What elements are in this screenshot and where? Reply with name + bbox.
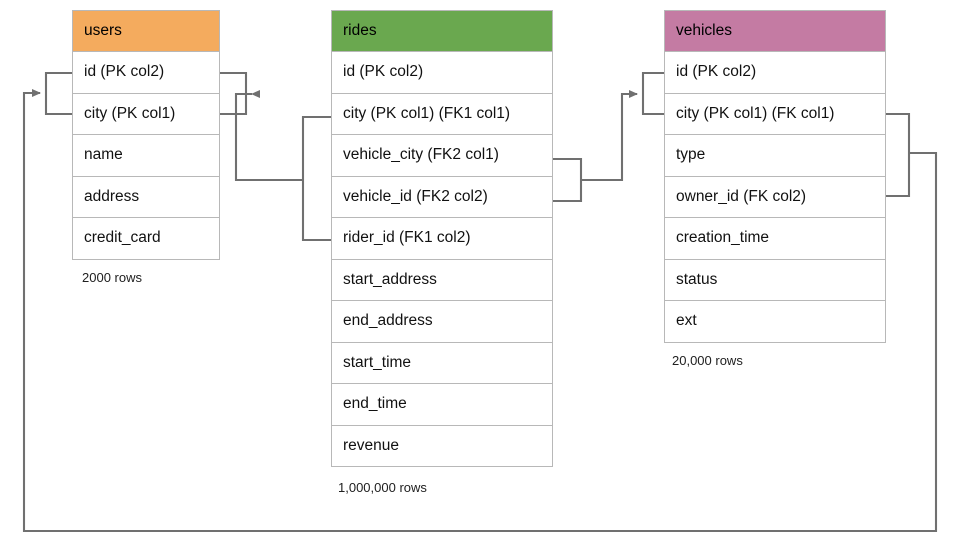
column-label: end_time bbox=[343, 395, 407, 413]
column-label: vehicle_city (FK2 col1) bbox=[343, 146, 499, 164]
column-label: id (PK col2) bbox=[343, 63, 424, 81]
column-label: city (PK col1) (FK1 col1) bbox=[343, 104, 511, 122]
table-vehicles-column-status[interactable]: status bbox=[664, 259, 886, 301]
table-users-header: users bbox=[72, 10, 220, 52]
table-users-column-address[interactable]: address bbox=[72, 176, 220, 218]
table-users-title: users bbox=[84, 22, 122, 39]
table-rides-column-start-address[interactable]: start_address bbox=[331, 259, 553, 301]
column-label: end_address bbox=[343, 312, 433, 330]
vehicles-left-bracket bbox=[641, 71, 664, 116]
table-rides-column-rider-id[interactable]: rider_id (FK1 col2) bbox=[331, 218, 553, 260]
column-label: start_address bbox=[343, 270, 437, 288]
column-label: credit_card bbox=[84, 229, 161, 247]
table-rides[interactable]: rides id (PK col2) city (PK col1) (FK1 c… bbox=[331, 10, 553, 467]
connector-rides-to-users bbox=[234, 90, 303, 182]
column-label: start_time bbox=[343, 353, 412, 371]
table-users-column-id[interactable]: id (PK col2) bbox=[72, 52, 220, 94]
column-label: id (PK col2) bbox=[676, 63, 757, 81]
column-label: vehicle_id (FK2 col2) bbox=[343, 187, 488, 205]
table-rides-title: rides bbox=[343, 22, 377, 39]
table-users-column-name[interactable]: name bbox=[72, 135, 220, 177]
vehicles-right-bracket bbox=[886, 112, 911, 198]
table-rides-column-start-time[interactable]: start_time bbox=[331, 342, 553, 384]
table-vehicles-column-city[interactable]: city (PK col1) (FK col1) bbox=[664, 93, 886, 135]
table-vehicles-header: vehicles bbox=[664, 10, 886, 52]
column-label: status bbox=[676, 270, 718, 288]
table-users-column-city[interactable]: city (PK col1) bbox=[72, 93, 220, 135]
table-rides-row-count: 1,000,000 rows bbox=[338, 480, 427, 495]
column-label: revenue bbox=[343, 436, 400, 454]
table-vehicles-column-type[interactable]: type bbox=[664, 135, 886, 177]
table-vehicles[interactable]: vehicles id (PK col2) city (PK col1) (FK… bbox=[664, 10, 886, 343]
column-label: ext bbox=[676, 312, 697, 330]
rides-left-bracket bbox=[301, 115, 331, 242]
column-label: city (PK col1) (FK col1) bbox=[676, 104, 835, 122]
table-vehicles-row-count: 20,000 rows bbox=[672, 353, 743, 368]
table-users-column-credit-card[interactable]: credit_card bbox=[72, 218, 220, 260]
column-label: city (PK col1) bbox=[84, 104, 176, 122]
table-rides-column-end-address[interactable]: end_address bbox=[331, 301, 553, 343]
rides-right-bracket bbox=[553, 157, 583, 203]
table-rides-column-city[interactable]: city (PK col1) (FK1 col1) bbox=[331, 93, 553, 135]
table-rides-column-vehicle-id[interactable]: vehicle_id (FK2 col2) bbox=[331, 176, 553, 218]
table-rides-column-vehicle-city[interactable]: vehicle_city (FK2 col1) bbox=[331, 135, 553, 177]
table-rides-column-end-time[interactable]: end_time bbox=[331, 384, 553, 426]
users-right-bracket bbox=[220, 71, 248, 116]
table-vehicles-column-id[interactable]: id (PK col2) bbox=[664, 52, 886, 94]
column-label: type bbox=[676, 146, 706, 164]
table-vehicles-title: vehicles bbox=[676, 22, 732, 39]
column-label: address bbox=[84, 187, 140, 205]
table-vehicles-column-creation-time[interactable]: creation_time bbox=[664, 218, 886, 260]
users-left-bracket bbox=[44, 71, 72, 116]
column-label: rider_id (FK1 col2) bbox=[343, 229, 471, 247]
column-label: creation_time bbox=[676, 229, 770, 247]
column-label: owner_id (FK col2) bbox=[676, 187, 807, 205]
table-rides-column-id[interactable]: id (PK col2) bbox=[331, 52, 553, 94]
table-users[interactable]: users id (PK col2) city (PK col1) name a… bbox=[72, 10, 220, 260]
table-rides-column-revenue[interactable]: revenue bbox=[331, 425, 553, 467]
column-label: name bbox=[84, 146, 123, 164]
table-vehicles-column-owner-id[interactable]: owner_id (FK col2) bbox=[664, 176, 886, 218]
connector-rides-to-vehicles bbox=[581, 90, 638, 182]
column-label: id (PK col2) bbox=[84, 63, 165, 81]
table-vehicles-column-ext[interactable]: ext bbox=[664, 301, 886, 343]
table-rides-header: rides bbox=[331, 10, 553, 52]
table-users-row-count: 2000 rows bbox=[82, 270, 142, 285]
